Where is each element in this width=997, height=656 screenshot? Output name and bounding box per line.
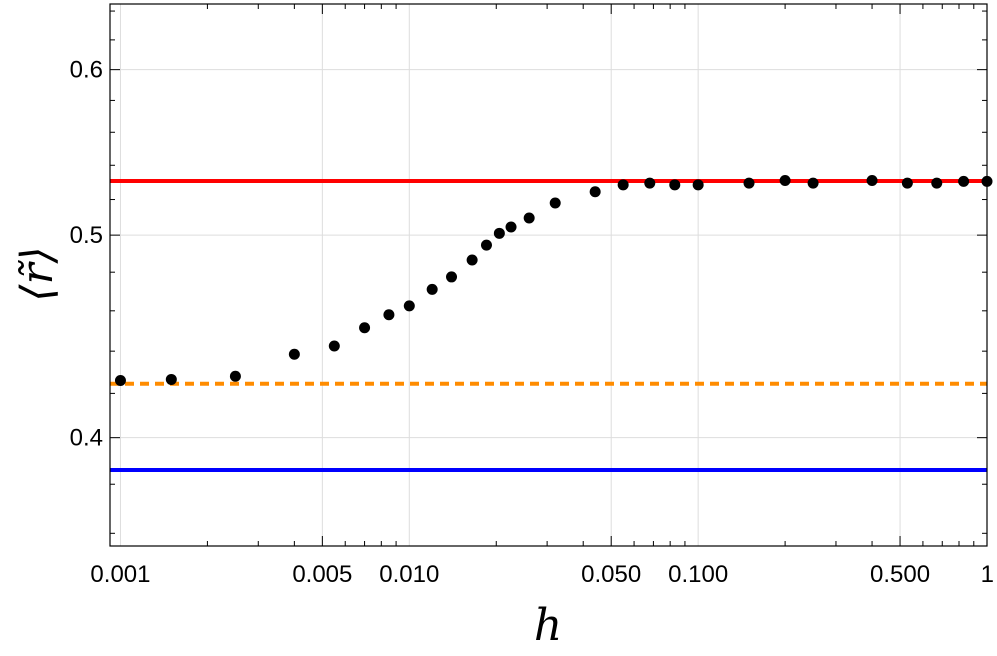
- data-point: [165, 373, 177, 385]
- data-point: [288, 348, 300, 360]
- x-axis-ticks: 0.001 0.005 0.010 0.050 0.100 0.500 1: [90, 561, 994, 588]
- x-axis-title: h: [534, 600, 562, 651]
- y-axis-ticks: 0.4 0.5 0.6: [70, 57, 103, 452]
- data-point: [403, 300, 415, 312]
- y-tick-label: 0.4: [70, 425, 103, 452]
- plot-frame-border: [109, 3, 988, 547]
- data-point: [958, 175, 970, 187]
- plot-border: [109, 3, 988, 547]
- x-tick-label: 1: [981, 561, 994, 588]
- data-point: [549, 197, 561, 209]
- data-point: [743, 177, 755, 189]
- data-point: [383, 309, 395, 321]
- data-point: [931, 177, 943, 189]
- data-point: [229, 370, 241, 382]
- x-tick-label: 0.100: [668, 561, 728, 588]
- y-tick-label: 0.5: [70, 222, 103, 249]
- data-point: [901, 177, 913, 189]
- data-point: [114, 375, 126, 387]
- data-point: [426, 283, 438, 295]
- data-point: [617, 179, 629, 191]
- x-tick-label: 0.005: [292, 561, 352, 588]
- x-tick-label: 0.500: [870, 561, 930, 588]
- y-axis-title: ⟨r̃⟩: [12, 246, 63, 301]
- data-point: [866, 175, 878, 187]
- reference-lines: [110, 179, 987, 473]
- data-point: [692, 179, 704, 191]
- x-tick-label: 0.010: [379, 561, 439, 588]
- data-points: [114, 175, 993, 387]
- y-tick-label: 0.6: [70, 57, 103, 84]
- data-point: [523, 212, 535, 224]
- minor-ticks: [110, 4, 987, 546]
- data-point: [669, 179, 681, 191]
- data-point: [359, 322, 371, 334]
- data-point: [446, 271, 458, 283]
- data-point: [779, 175, 791, 187]
- data-point: [807, 177, 819, 189]
- data-point: [328, 340, 340, 352]
- data-point: [589, 186, 601, 198]
- x-tick-label: 0.050: [581, 561, 641, 588]
- data-point: [644, 177, 656, 189]
- data-point: [505, 221, 517, 233]
- data-point: [493, 227, 505, 239]
- data-point: [480, 239, 492, 251]
- data-point: [466, 254, 478, 266]
- x-tick-label: 0.001: [90, 561, 150, 588]
